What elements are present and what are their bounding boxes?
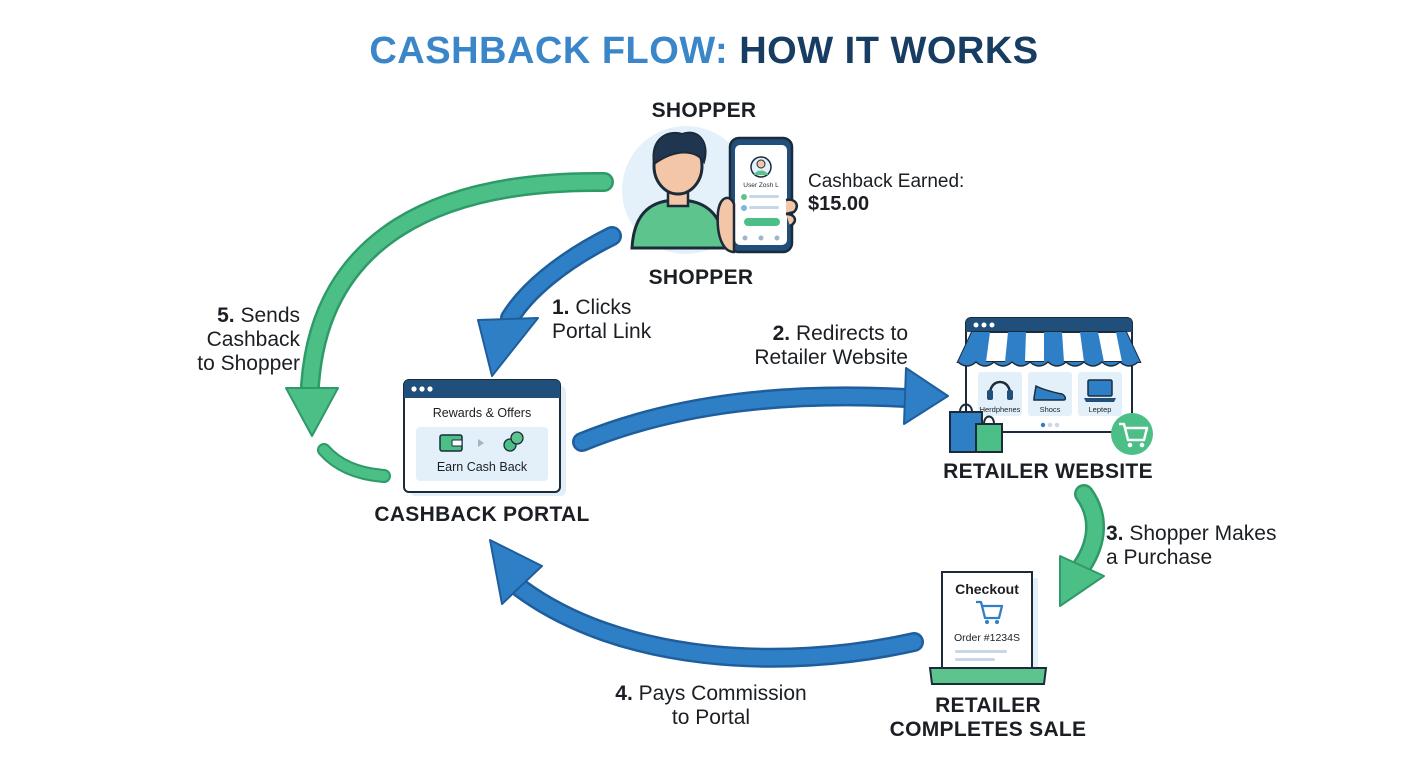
cart-badge-icon: [1111, 413, 1153, 455]
phone-user-text: User Zosh L: [743, 182, 779, 189]
arrow-step1: [477, 226, 622, 377]
cashback-earned-amount: $15.00: [808, 193, 870, 215]
step-2-label: 2. Redirects to Retailer Website: [744, 322, 908, 370]
product-label-3: Leptep: [1089, 405, 1112, 414]
wallet-icon: [439, 434, 463, 452]
coins-icon: [503, 431, 524, 452]
step-5-line2: Cashback: [206, 328, 300, 351]
product-label-1: Herdphenes: [980, 405, 1021, 414]
cashback-earned: Cashback Earned: $15.00: [808, 170, 964, 216]
hand-graphic: [716, 196, 736, 254]
step-1-line1: Clicks: [575, 296, 632, 319]
shopper-label-bottom: SHOPPER: [648, 266, 754, 289]
shopping-bag-icon: [949, 403, 1003, 453]
carousel-dot-1[interactable]: [1040, 422, 1046, 428]
checkout-title: Checkout: [955, 581, 1019, 597]
arrow-right-icon: [478, 439, 484, 447]
step-2-line2: Retailer Website: [754, 346, 908, 369]
step-4-line1: Pays Commission: [638, 682, 807, 705]
shoe-icon: [1033, 384, 1067, 401]
smartphone-icon: User Zosh L: [728, 136, 794, 254]
step-5-line1: Sends: [240, 304, 300, 327]
cashback-earned-label: Cashback Earned:: [808, 171, 965, 192]
carousel-dot-2[interactable]: [1047, 422, 1053, 428]
step-1-line2: Portal Link: [552, 320, 652, 343]
step-3-line2: a Purchase: [1106, 546, 1213, 569]
step-5-label: 5. Sends Cashback to Shopper: [176, 304, 300, 376]
arrow-step4: [489, 539, 924, 668]
checkout-label-line1: RETAILER: [935, 694, 1041, 717]
product-label-2: Shocs: [1040, 405, 1061, 414]
order-number: Order #1234S: [954, 632, 1020, 644]
step-5-number: 5.: [217, 304, 235, 327]
step-5-line3: to Shopper: [197, 352, 300, 375]
portal-window: Rewards & Offers Earn Cash Back: [403, 379, 566, 496]
step-3-label: 3. Shopper Makes a Purchase: [1106, 522, 1276, 570]
user-avatar-icon: [630, 131, 728, 250]
title-part2: HOW IT WORKS: [739, 30, 1039, 72]
earn-cashback-label: Earn Cash Back: [437, 460, 528, 474]
step-3-number: 3.: [1106, 522, 1124, 545]
step-2-line1: Redirects to: [795, 322, 908, 345]
step-2-number: 2.: [772, 322, 791, 345]
step-4-label: 4. Pays Commission to Portal: [606, 682, 816, 730]
laptop-icon: [1084, 379, 1116, 402]
headphones-icon: [987, 380, 1013, 400]
portal-label: CASHBACK PORTAL: [374, 503, 590, 526]
receipt-base: [928, 667, 1048, 685]
step-3-line1: Shopper Makes: [1129, 522, 1277, 545]
checkout-receipt: Checkout Order #1234S: [928, 571, 1048, 685]
step-4-number: 4.: [615, 682, 633, 705]
hand-fingers-graphic: [785, 198, 798, 228]
checkout-label-line2: COMPLETES SALE: [889, 718, 1087, 741]
step-1-label: 1. Clicks Portal Link: [552, 296, 651, 344]
checkout-label: RETAILER COMPLETES SALE: [868, 694, 1108, 742]
product-tile-1[interactable]: [978, 372, 1022, 416]
arrow-step5: [285, 171, 614, 483]
store-awning: [956, 331, 1142, 367]
arrow-step2: [572, 367, 949, 452]
shopper-node: User Zosh L: [622, 126, 798, 254]
diagram-title: CASHBACK FLOW: HOW IT WORKS: [0, 30, 1408, 73]
step-1-number: 1.: [552, 296, 570, 319]
retailer-label: RETAILER WEBSITE: [943, 460, 1153, 483]
shopper-label-top: SHOPPER: [651, 99, 757, 122]
carousel-dot-3[interactable]: [1054, 422, 1060, 428]
cart-icon: [976, 600, 1004, 624]
arrow-step3: [1059, 484, 1105, 607]
portal-window-title: Rewards & Offers: [433, 406, 531, 420]
step-4-line2: to Portal: [671, 706, 751, 729]
retailer-window: Herdphenes Shocs Leptep: [949, 317, 1153, 455]
title-part1: CASHBACK FLOW:: [369, 30, 729, 72]
